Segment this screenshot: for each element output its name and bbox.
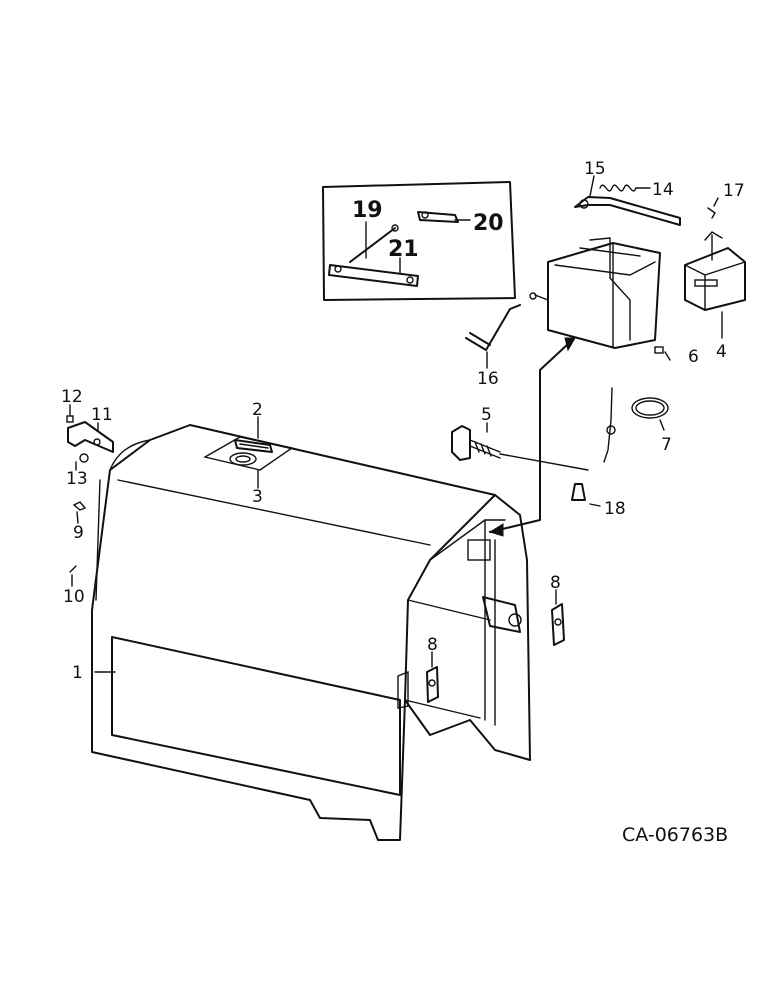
callout-20: 20 [473,211,504,236]
rod-16 [465,304,521,351]
callout-4: 4 [716,342,727,362]
leader-lines [69,175,723,673]
callout-5: 5 [481,405,492,425]
callout-18: 18 [604,499,626,519]
callout-8-left: 8 [427,635,438,655]
callout-14: 14 [652,180,674,200]
callout-labels: 2 3 1 4 5 6 7 8 8 9 10 11 12 13 14 15 16… [61,159,745,683]
callout-6: 6 [688,347,699,367]
callout-3: 3 [252,487,263,507]
callout-9: 9 [73,523,84,543]
callout-1: 1 [72,663,83,683]
callout-13: 13 [66,469,88,489]
callout-8-right: 8 [550,573,561,593]
callout-12: 12 [61,387,83,407]
upper-bracket-assembly [529,184,746,349]
callout-2: 2 [252,400,263,420]
callout-19: 19 [352,198,383,223]
small-parts [66,346,669,703]
assembly-arrows [488,337,589,537]
inset-detail-box [322,181,516,301]
callout-11: 11 [91,405,113,425]
callout-7: 7 [661,435,672,455]
callout-15: 15 [584,159,606,179]
drawing-code: CA-06763B [622,824,728,846]
callout-10: 10 [63,587,85,607]
callout-17: 17 [723,181,745,201]
callout-16: 16 [477,369,499,389]
callout-21: 21 [388,237,419,262]
hood-housing [91,424,531,841]
